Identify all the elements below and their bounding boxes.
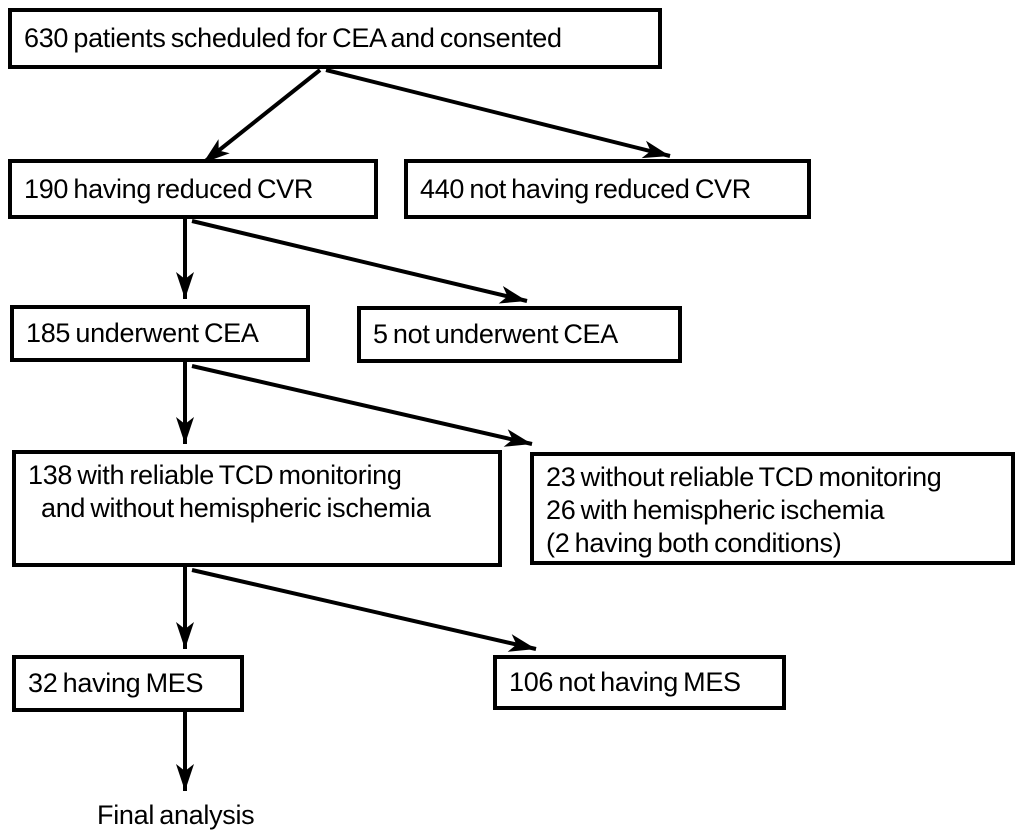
box-440-not-reduced-cvr-label: 440 not having reduced CVR bbox=[420, 173, 751, 204]
arrow-reduced-cvr-to-not-underwent-cea-icon bbox=[191, 219, 528, 304]
box-excluded-line1: 23 without reliable TCD monitoring bbox=[546, 462, 942, 492]
arrow-consented-to-reduced-cvr-icon bbox=[201, 68, 322, 165]
box-138-reliable-tcd: 138 with reliable TCD monitoring and wit… bbox=[12, 450, 502, 567]
box-190-reduced-cvr-label: 190 having reduced CVR bbox=[24, 173, 314, 204]
box-32-having-mes: 32 having MES bbox=[12, 655, 244, 712]
box-630-consented: 630 patients scheduled for CEA and conse… bbox=[8, 8, 662, 69]
box-190-reduced-cvr: 190 having reduced CVR bbox=[8, 159, 378, 219]
box-630-consented-label: 630 patients scheduled for CEA and conse… bbox=[24, 23, 562, 53]
box-5-not-underwent-cea-label: 5 not underwent CEA bbox=[373, 319, 618, 349]
box-106-not-having-mes: 106 not having MES bbox=[493, 655, 786, 710]
box-138-reliable-tcd-line1: 138 with reliable TCD monitoring bbox=[28, 460, 402, 490]
box-138-reliable-tcd-line2: and without hemispheric ischemia bbox=[41, 493, 431, 523]
box-440-not-reduced-cvr: 440 not having reduced CVR bbox=[404, 159, 811, 219]
box-185-underwent-cea: 185 underwent CEA bbox=[10, 305, 310, 362]
box-excluded-patients: 23 without reliable TCD monitoring 26 wi… bbox=[530, 452, 1015, 565]
box-excluded-line3: (2 having both conditions) bbox=[546, 528, 842, 558]
box-excluded-line2: 26 with hemispheric ischemia bbox=[546, 495, 885, 525]
box-185-underwent-cea-label: 185 underwent CEA bbox=[26, 318, 259, 348]
arrow-underwent-cea-to-excluded-icon bbox=[191, 364, 533, 447]
box-106-not-having-mes-label: 106 not having MES bbox=[509, 667, 741, 697]
box-5-not-underwent-cea: 5 not underwent CEA bbox=[357, 306, 682, 363]
arrow-consented-to-not-reduced-cvr-icon bbox=[325, 68, 671, 159]
final-analysis-label: Final analysis bbox=[97, 800, 255, 830]
arrow-reliable-tcd-to-not-having-mes-icon bbox=[191, 568, 537, 652]
box-32-having-mes-label: 32 having MES bbox=[28, 668, 204, 698]
